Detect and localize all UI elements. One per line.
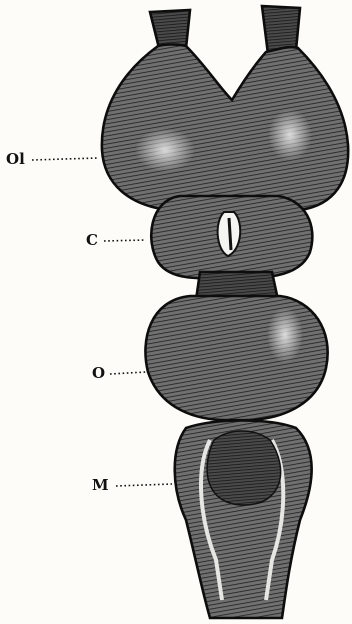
label-o-group: O [92, 364, 146, 382]
slit-core [229, 218, 231, 250]
leader-c [104, 240, 146, 241]
label-m: M [92, 476, 109, 494]
label-ol-group: Ol [6, 150, 98, 168]
medulla-inner-lobe [207, 431, 281, 505]
leader-ol [32, 158, 98, 160]
label-m-group: M [92, 476, 172, 494]
label-ol: Ol [6, 150, 25, 168]
label-o: O [92, 364, 105, 382]
right-lobe-highlight [268, 109, 312, 161]
olfactory-lobes [102, 45, 348, 211]
leader-o [110, 372, 146, 374]
left-lobe-highlight [135, 128, 195, 172]
label-c-group: C [86, 231, 146, 249]
optic-lobes [145, 296, 327, 420]
label-c: C [86, 231, 98, 249]
leader-m [116, 484, 172, 486]
optic-lobe-highlight [267, 307, 303, 363]
